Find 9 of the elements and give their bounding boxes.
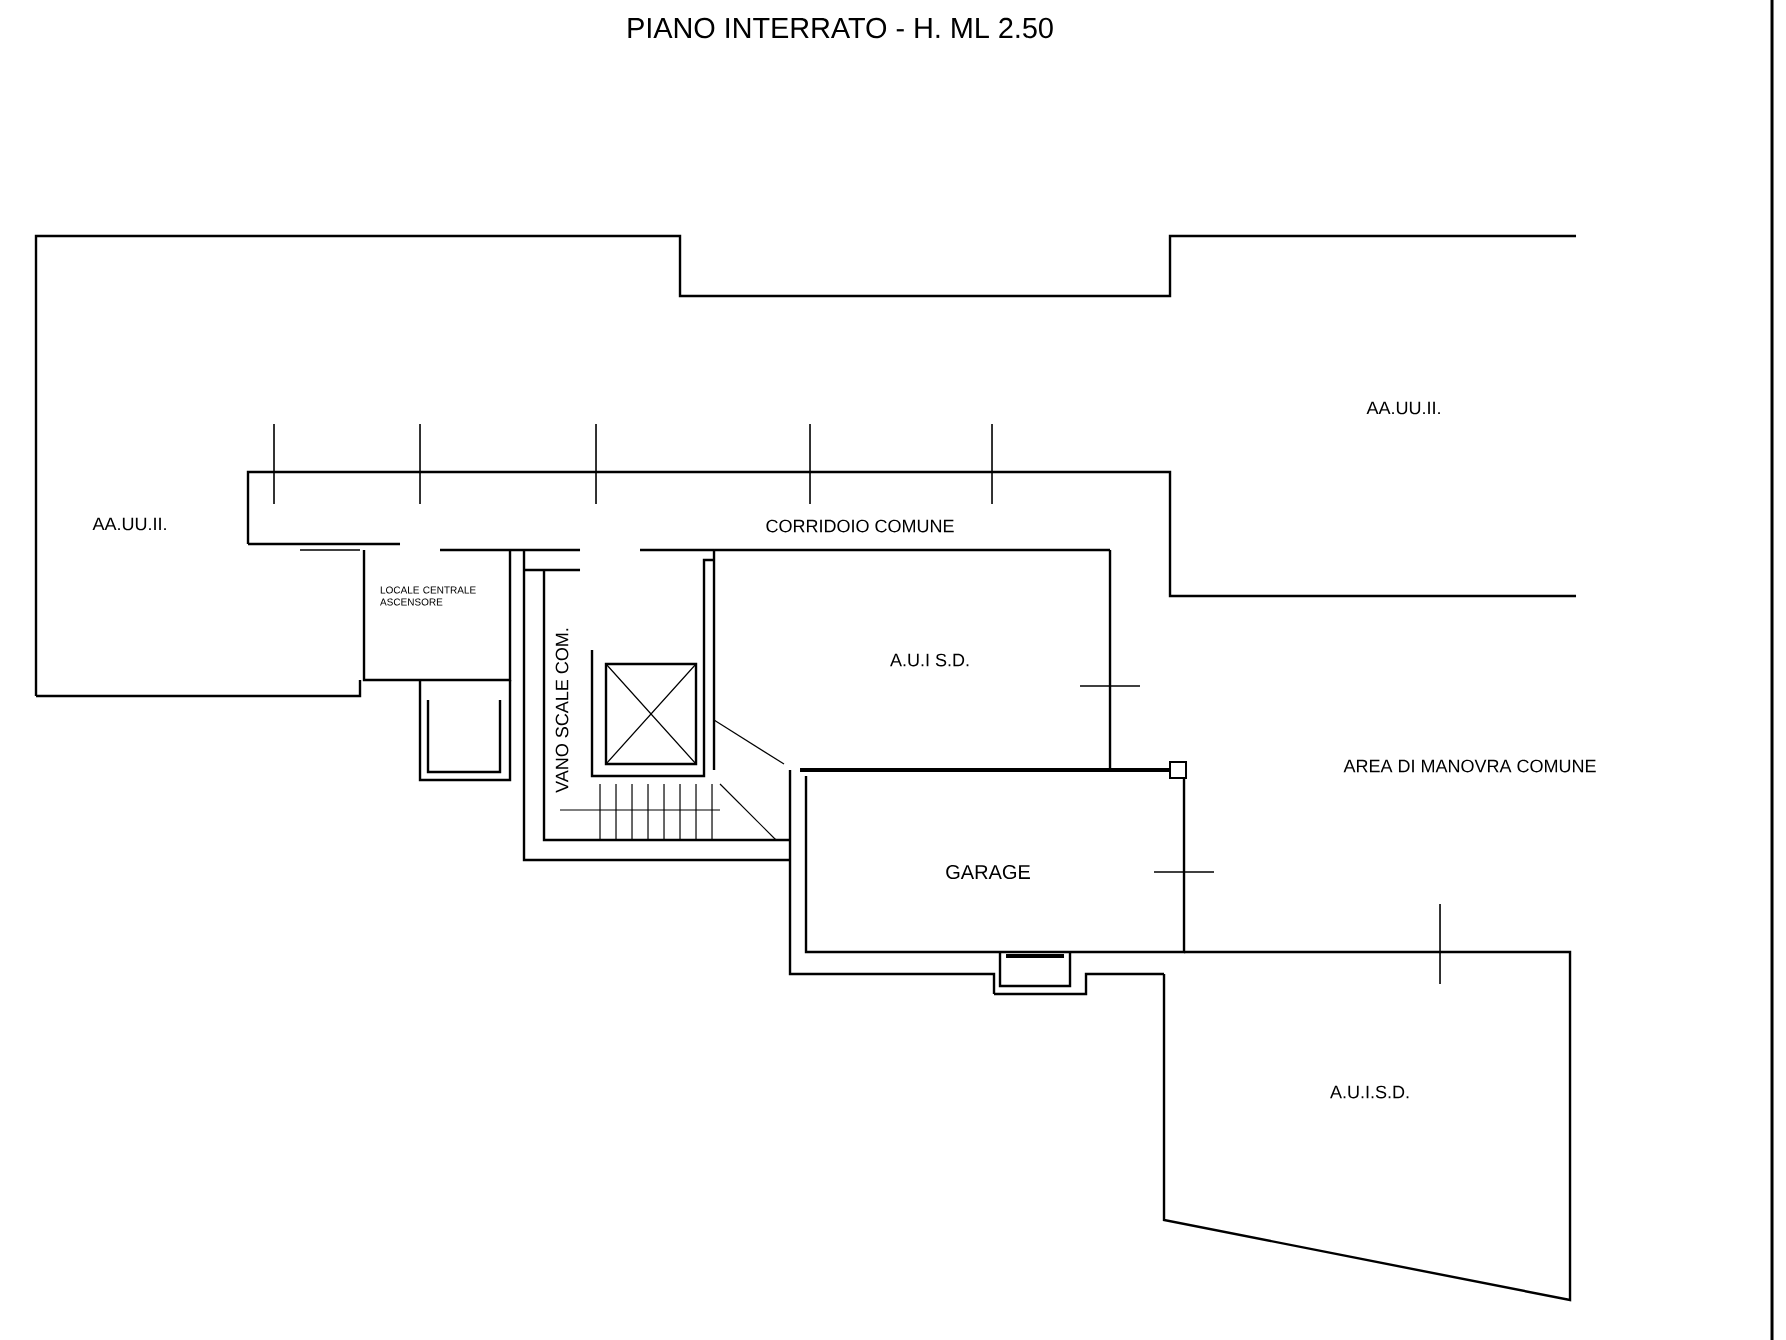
- room-label: VANO SCALE COM.: [555, 628, 569, 793]
- room-label: CORRIDOIO COMUNE: [766, 519, 954, 533]
- room-label: A.U.I.S.D.: [1330, 1085, 1409, 1099]
- room-label: GARAGE: [946, 864, 1030, 880]
- room-label: AA.UU.II.: [1366, 401, 1440, 415]
- room-label: AA.UU.II.: [92, 517, 166, 531]
- room-label: A.U.I S.D.: [890, 653, 969, 667]
- title: PIANO INTERRATO - H. ML 2.50: [628, 17, 1053, 39]
- room-label: AREA DI MANOVRA COMUNE: [1343, 759, 1596, 773]
